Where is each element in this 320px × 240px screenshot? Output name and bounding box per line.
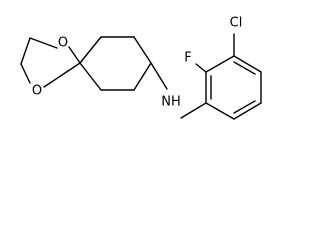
bond-aryl-to-fluorine xyxy=(195,63,207,73)
amine-nh-label: NH xyxy=(161,95,181,110)
atom-labels: O O NH F Cl xyxy=(32,16,242,110)
bond-o-upper-to-spiro xyxy=(68,46,81,64)
oxygen-label-lower: O xyxy=(32,84,42,99)
double-bond-inner-c5-c6 xyxy=(233,100,256,114)
bond-c4-to-nitrogen xyxy=(150,62,168,90)
bond-c4-to-c5 xyxy=(133,62,152,91)
bond-c3-to-c4 xyxy=(133,36,152,64)
benzene-ring-bonds xyxy=(205,55,262,120)
chlorine-label: Cl xyxy=(230,16,243,31)
bond-spiro-to-c2 xyxy=(79,36,102,64)
fluorine-label: F xyxy=(184,51,191,66)
dioxolane-ring-bonds xyxy=(20,37,81,88)
double-bond-inner-c3-c4 xyxy=(233,61,256,75)
amine-linker-bonds xyxy=(150,62,207,119)
bond-nitrogen-to-aryl xyxy=(180,102,207,119)
bond-c6-to-spiro xyxy=(79,62,102,91)
oxygen-label-upper: O xyxy=(58,36,68,51)
cyclohexane-ring-bonds xyxy=(79,36,152,91)
bond-c6-to-c1 xyxy=(205,102,235,120)
bond-c5-to-c6 xyxy=(233,102,262,120)
bond-ch2-to-ch2 xyxy=(20,37,31,65)
chemical-structure: O O NH F Cl xyxy=(20,16,262,120)
bond-o-lower-to-spiro xyxy=(43,62,81,88)
bond-ch2-to-o-lower xyxy=(20,63,31,84)
bond-o-upper-to-ch2 xyxy=(29,37,58,49)
bond-c3-to-c4 xyxy=(233,55,262,73)
bond-c2-to-c3 xyxy=(205,55,235,73)
substituent-bonds xyxy=(195,33,235,73)
